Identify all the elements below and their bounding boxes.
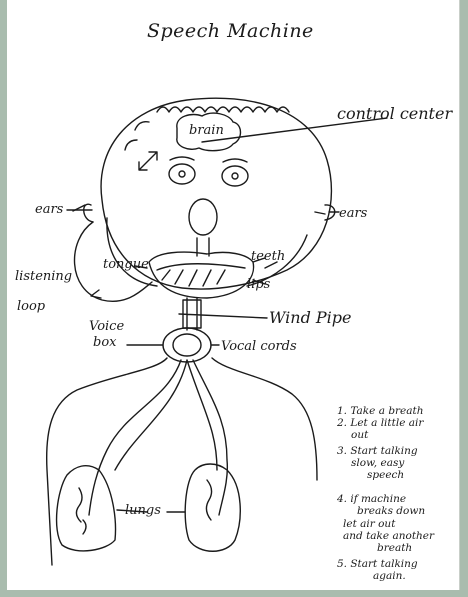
right-lung bbox=[185, 464, 240, 551]
step-line: and take another bbox=[343, 530, 434, 542]
step-line: 5. Start talking bbox=[337, 558, 434, 570]
drawing-paper: Speech Machine brain control center ears… bbox=[7, 0, 460, 590]
step-line: 2. Let a little air bbox=[337, 417, 434, 429]
step-line: slow, easy bbox=[351, 457, 434, 469]
brain-label: brain bbox=[189, 124, 224, 137]
brain-arrow bbox=[139, 152, 157, 170]
wind-pipe bbox=[179, 298, 267, 330]
step-line: out bbox=[351, 429, 434, 441]
loop-label: loop bbox=[17, 300, 45, 313]
right-eye bbox=[222, 166, 248, 186]
right-ear bbox=[325, 205, 339, 220]
lungs-label: lungs bbox=[125, 504, 161, 517]
control-center-label: control center bbox=[337, 106, 452, 122]
step-line: breaks down bbox=[357, 505, 434, 517]
ears-right-label: ears bbox=[339, 207, 367, 220]
diagram-title: Speech Machine bbox=[147, 22, 314, 41]
body-outline bbox=[47, 358, 317, 565]
step-line: breath bbox=[377, 542, 434, 554]
vocal-cords-label: Vocal cords bbox=[221, 340, 297, 353]
listening-label: listening bbox=[15, 270, 72, 283]
tongue-label: tongue bbox=[103, 258, 149, 271]
left-ear bbox=[73, 204, 93, 222]
steps-list: 1. Take a breath 2. Let a little air out… bbox=[337, 405, 434, 582]
voice-label: Voice bbox=[89, 320, 124, 333]
mouth bbox=[189, 199, 217, 235]
step-line: 1. Take a breath bbox=[337, 405, 434, 417]
teeth-label: teeth bbox=[251, 250, 285, 263]
step-line: 3. Start talking bbox=[337, 445, 434, 457]
step-line: let air out bbox=[343, 518, 434, 530]
mouth-section bbox=[149, 252, 254, 298]
lips-label: lips bbox=[247, 278, 270, 291]
hair bbox=[157, 107, 289, 112]
ears-left-label: ears bbox=[35, 203, 63, 216]
left-eye bbox=[169, 164, 195, 184]
left-lung bbox=[57, 466, 116, 551]
voice-box bbox=[163, 328, 211, 362]
step-line: again. bbox=[373, 570, 434, 582]
box-label: box bbox=[93, 336, 116, 349]
wind-pipe-label: Wind Pipe bbox=[269, 310, 352, 326]
step-line: speech bbox=[367, 469, 434, 481]
step-line: 4. if machine bbox=[337, 493, 434, 505]
